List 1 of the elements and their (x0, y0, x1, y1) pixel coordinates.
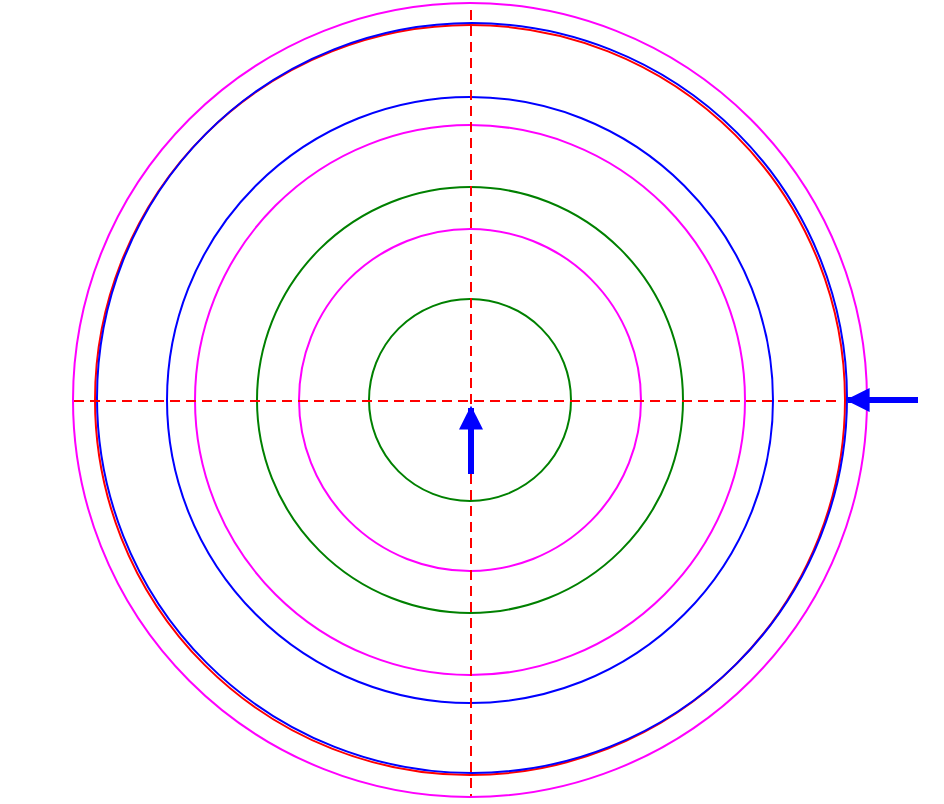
arrow (845, 388, 918, 412)
